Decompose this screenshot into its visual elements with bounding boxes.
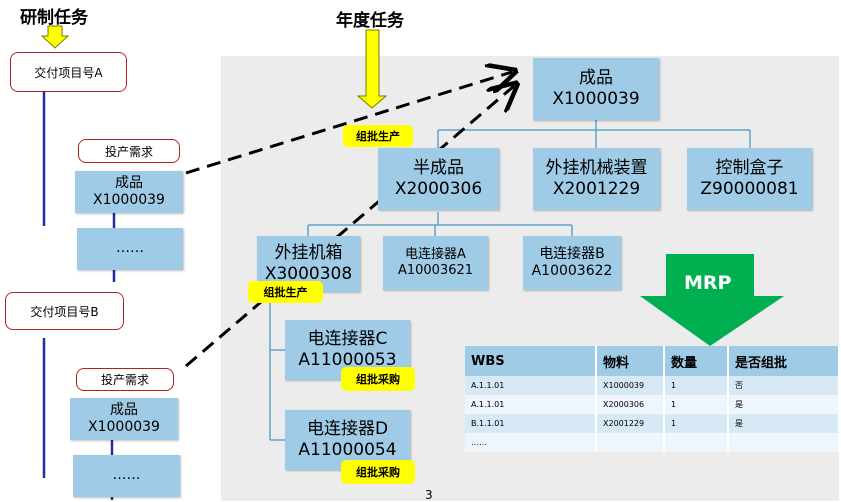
table-cell: [596, 433, 665, 452]
page-number: 3: [425, 488, 433, 502]
tree-hanger-name: 外挂机械装置: [545, 157, 648, 178]
table-cell: A.1.1.01: [465, 395, 597, 414]
yellow-arrow-annual: [356, 29, 388, 109]
table-cell: [664, 433, 729, 452]
tree-control-box-name: 控制盒子: [715, 157, 784, 178]
wbs-table: WBS 物料 数量 是否组批 A.1.1.01 X1000039 1 否 A.1…: [465, 346, 840, 452]
dashed-arrow-lower: [185, 86, 514, 368]
left-ellipsis-2: ……: [73, 455, 180, 497]
tree-hanger-code: X2001229: [552, 179, 641, 199]
left-product-2-code: X1000039: [88, 419, 160, 435]
tree-connector-b: 电连接器B A10003622: [523, 236, 621, 290]
table-cell: X2001229: [596, 414, 665, 433]
tree-semi-code: X2000306: [394, 179, 483, 199]
table-cell: ……: [465, 433, 597, 452]
tree-root-code: X1000039: [552, 89, 640, 109]
research-task-heading: 研制任务: [20, 8, 88, 28]
annual-task-heading: 年度任务: [336, 11, 404, 31]
col-header-wbs: WBS: [465, 346, 597, 376]
tag-batch-purchase-2: 组批采购: [341, 460, 415, 484]
yellow-arrow-research: [40, 25, 70, 49]
tree-chassis-name: 外挂机箱: [274, 242, 343, 263]
tag-batch-production-2: 组批生产: [248, 281, 323, 303]
col-header-quantity: 数量: [664, 346, 729, 376]
table-cell: 否: [728, 376, 840, 395]
tree-connector-b-code: A10003622: [531, 263, 613, 279]
production-demand-2: 投产需求: [76, 368, 174, 391]
left-ellipsis-1: ……: [77, 228, 183, 270]
tree-connector-c-name: 电连接器C: [307, 328, 388, 349]
col-header-batch: 是否组批: [728, 346, 840, 376]
tree-connector-a: 电连接器A A10003621: [383, 236, 488, 290]
table-cell: X2000306: [596, 395, 665, 414]
table-cell: B.1.1.01: [465, 414, 597, 433]
table-cell: 是: [728, 414, 840, 433]
delivery-project-b: 交付项目号B: [5, 292, 124, 330]
production-demand-1: 投产需求: [78, 139, 180, 163]
left-product-1: 成品 X1000039: [75, 171, 183, 213]
table-cell: 1: [664, 395, 729, 414]
table-cell: X1000039: [596, 376, 665, 395]
left-product-1-code: X1000039: [93, 192, 165, 208]
tag-batch-production-1: 组批生产: [343, 125, 413, 147]
tree-semi-product: 半成品 X2000306: [378, 148, 499, 210]
table-cell: 1: [664, 414, 729, 433]
tree-connector-d-code: A11000054: [298, 440, 397, 460]
tree-hanger-device: 外挂机械装置 X2001229: [533, 148, 660, 210]
tree-connector-b-name: 电连接器B: [539, 245, 605, 262]
table-row: A.1.1.01 X2000306 1 是: [465, 395, 840, 414]
left-product-1-name: 成品: [115, 174, 143, 191]
tree-connector-c: 电连接器C A11000053: [285, 320, 410, 380]
table-row: ……: [465, 433, 840, 452]
col-header-material: 物料: [596, 346, 665, 376]
table-row: B.1.1.01 X2001229 1 是: [465, 414, 840, 433]
mrp-arrow: [640, 254, 784, 346]
tree-connector-d: 电连接器D A11000054: [285, 410, 410, 470]
mrp-label: MRP: [684, 272, 732, 294]
tree-root-product: 成品 X1000039: [533, 58, 659, 120]
table-cell: 1: [664, 376, 729, 395]
delivery-project-a: 交付项目号A: [10, 52, 127, 92]
tree-root-name: 成品: [579, 67, 613, 88]
tree-control-box-code: Z90000081: [700, 179, 799, 199]
tree-semi-name: 半成品: [413, 157, 464, 178]
dashed-arrow-upper: [185, 72, 512, 175]
table-row: A.1.1.01 X1000039 1 否: [465, 376, 840, 395]
table-cell: 是: [728, 395, 840, 414]
left-product-2: 成品 X1000039: [70, 398, 178, 440]
table-cell: A.1.1.01: [465, 376, 597, 395]
tag-batch-purchase-1: 组批采购: [341, 367, 415, 391]
tree-connector-a-code: A10003621: [397, 263, 474, 278]
tree-control-box: 控制盒子 Z90000081: [687, 148, 812, 210]
tree-chassis-code: X3000308: [264, 264, 353, 284]
table-cell: [728, 433, 840, 452]
tree-connector-c-code: A11000053: [298, 350, 397, 370]
left-product-2-name: 成品: [110, 401, 138, 418]
tree-connector-d-name: 电连接器D: [306, 418, 389, 439]
tree-connector-a-name: 电连接器A: [405, 246, 466, 262]
